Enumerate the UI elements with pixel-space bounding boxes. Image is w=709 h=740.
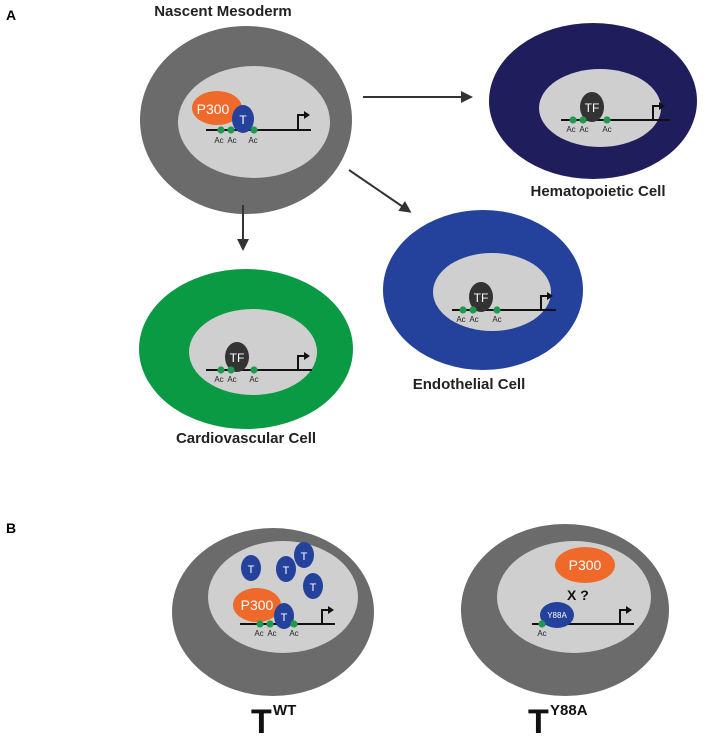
free-t-protein bbox=[303, 573, 323, 599]
transcription-start-arrow bbox=[297, 355, 306, 370]
ac-dot bbox=[256, 620, 264, 628]
arrow-to-endothelial bbox=[348, 169, 412, 213]
free-t-label: T bbox=[310, 582, 317, 594]
transcription-start-arrow bbox=[619, 609, 628, 624]
ac-dot bbox=[250, 366, 258, 374]
t-y88a-cell: P300 X ? Y88A Ac T Y88A bbox=[461, 524, 669, 740]
ac-dot bbox=[538, 620, 546, 628]
transcription-arrowhead bbox=[328, 606, 334, 614]
t-mutant-protein bbox=[540, 602, 574, 628]
endothelial-cell: TF Ac Ac Ac Endothelial Cell bbox=[383, 210, 583, 393]
ac-dot bbox=[569, 116, 577, 124]
t-label: T bbox=[281, 612, 288, 624]
transcription-start-arrow bbox=[540, 295, 549, 310]
nascent-nucleus bbox=[178, 66, 330, 178]
hematopoietic-title: Hematopoietic Cell bbox=[530, 183, 665, 200]
ac-label: Ac bbox=[227, 136, 236, 145]
tf-label: TF bbox=[585, 101, 600, 115]
tf-label: TF bbox=[474, 291, 489, 305]
ac-dot bbox=[217, 126, 225, 134]
ac-label: Ac bbox=[289, 629, 298, 638]
panel-a-label: A bbox=[6, 7, 16, 23]
ac-dot bbox=[603, 116, 611, 124]
ac-label: Ac bbox=[456, 315, 465, 324]
ac-label: Ac bbox=[537, 629, 546, 638]
t-y88a-label-main: T bbox=[528, 703, 549, 740]
transcription-arrowhead bbox=[304, 111, 310, 119]
ac-dot bbox=[290, 620, 298, 628]
t-wt-label-main: T bbox=[251, 703, 272, 740]
p300-protein bbox=[233, 588, 281, 622]
free-t-protein bbox=[241, 555, 261, 581]
p300-label: P300 bbox=[197, 101, 230, 117]
ac-dot bbox=[227, 366, 235, 374]
transcription-start-arrow bbox=[297, 114, 306, 130]
p300-label: P300 bbox=[569, 557, 602, 573]
free-t-protein bbox=[294, 542, 314, 568]
ac-dot bbox=[579, 116, 587, 124]
transcription-start-arrow bbox=[321, 609, 330, 624]
t-protein bbox=[232, 105, 254, 133]
transcription-arrowhead bbox=[659, 102, 665, 110]
p300-protein bbox=[555, 547, 615, 583]
p300-protein bbox=[192, 91, 242, 125]
t-mutant-label: Y88A bbox=[547, 611, 567, 620]
tf-protein bbox=[225, 342, 249, 372]
transcription-arrowhead bbox=[304, 352, 310, 360]
ac-label: Ac bbox=[492, 315, 501, 324]
nascent-mesoderm-title: Nascent Mesoderm bbox=[154, 3, 292, 20]
cardiovascular-title: Cardiovascular Cell bbox=[176, 430, 316, 447]
free-t-label: T bbox=[248, 564, 255, 576]
ac-dot bbox=[250, 126, 258, 134]
ac-dot bbox=[227, 126, 235, 134]
free-t-label: T bbox=[283, 565, 290, 577]
ac-label: Ac bbox=[254, 629, 263, 638]
ac-label: Ac bbox=[214, 136, 223, 145]
ac-label: Ac bbox=[214, 375, 223, 384]
ac-label: Ac bbox=[248, 136, 257, 145]
transcription-arrowhead bbox=[626, 606, 632, 614]
ac-dot bbox=[217, 366, 225, 374]
free-t-protein bbox=[276, 556, 296, 582]
t-label: T bbox=[239, 113, 247, 127]
ac-dot bbox=[493, 306, 501, 314]
ac-label: Ac bbox=[579, 125, 588, 134]
ac-dot bbox=[469, 306, 477, 314]
t-wt-cell: T T T T P300 T Ac Ac Ac T WT bbox=[172, 528, 374, 740]
ac-label: Ac bbox=[227, 375, 236, 384]
p300-label: P300 bbox=[241, 597, 274, 613]
endothelial-title: Endothelial Cell bbox=[413, 376, 526, 393]
ac-dot bbox=[266, 620, 274, 628]
hematopoietic-cell: TF Ac Ac Ac Hematopoietic Cell bbox=[489, 23, 697, 200]
ac-dot bbox=[459, 306, 467, 314]
ac-label: Ac bbox=[566, 125, 575, 134]
t-wt-label-sup: WT bbox=[273, 702, 296, 719]
cardiovascular-cell: TF Ac Ac Ac Cardiovascular Cell bbox=[139, 269, 353, 447]
t-y88a-label-sup: Y88A bbox=[550, 702, 588, 719]
t-protein bbox=[274, 603, 294, 629]
tf-protein bbox=[469, 282, 493, 312]
ac-label: Ac bbox=[602, 125, 611, 134]
free-t-label: T bbox=[301, 551, 308, 563]
transcription-start-arrow bbox=[652, 105, 661, 120]
transcription-arrowhead bbox=[547, 292, 553, 300]
tf-label: TF bbox=[230, 351, 245, 365]
blocked-interaction-mark: X ? bbox=[567, 587, 589, 603]
panel-b-label: B bbox=[6, 520, 16, 536]
ac-label: Ac bbox=[469, 315, 478, 324]
tf-protein bbox=[580, 92, 604, 122]
ac-label: Ac bbox=[267, 629, 276, 638]
nascent-mesoderm-cell: Nascent Mesoderm P300 T Ac Ac Ac bbox=[140, 3, 352, 214]
ac-label: Ac bbox=[249, 375, 258, 384]
